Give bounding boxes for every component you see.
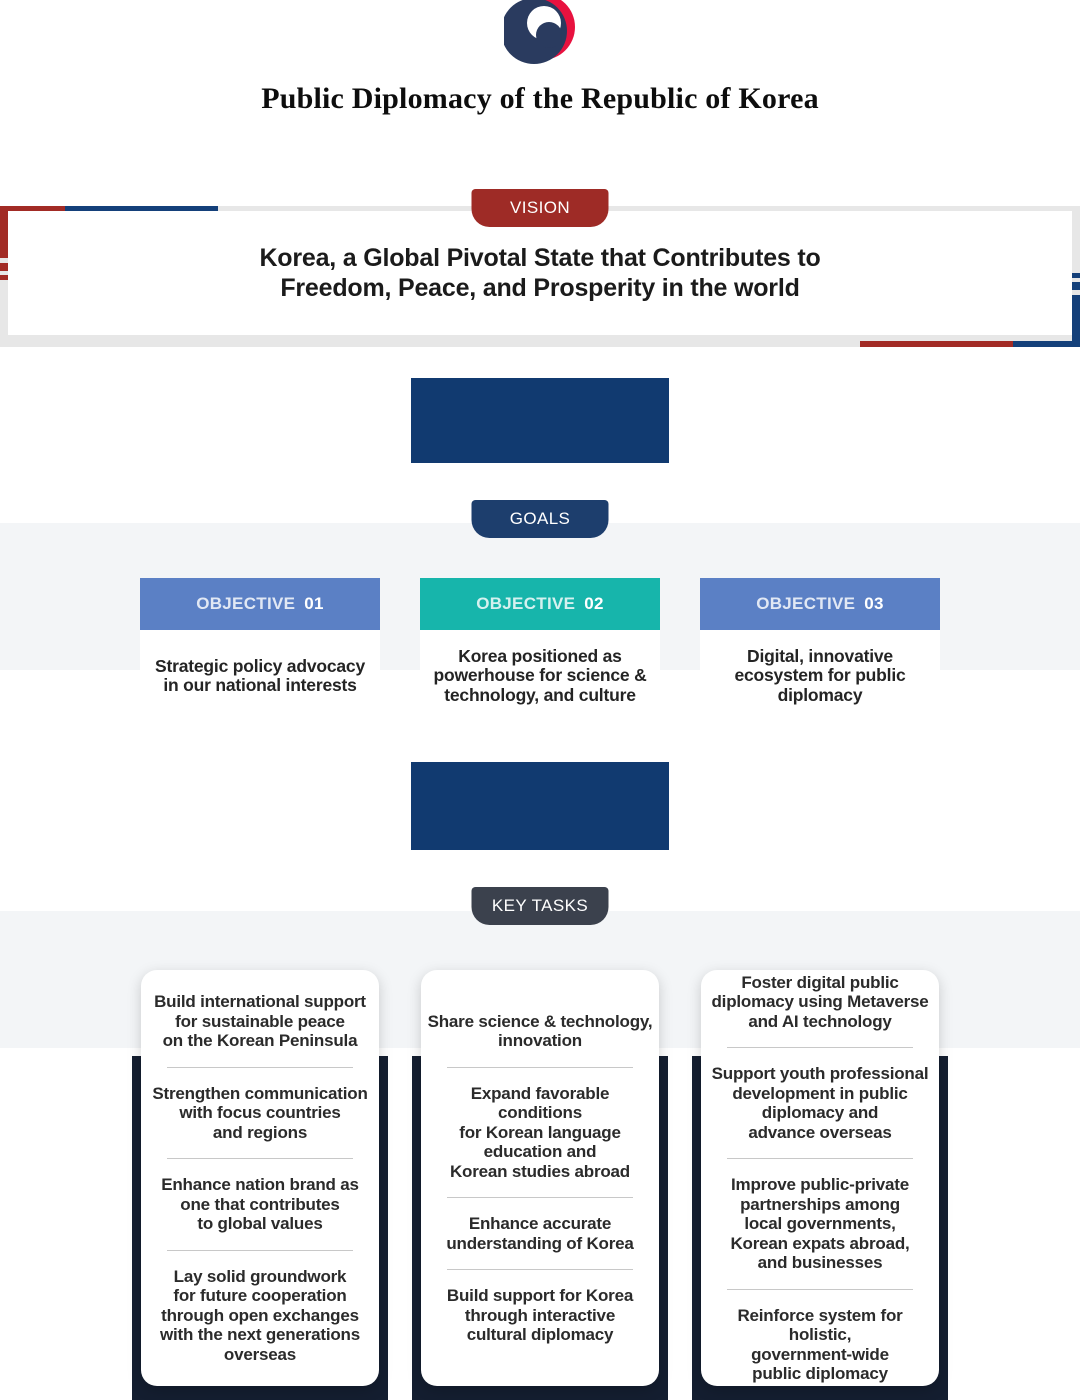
task-item: Improve public-private partnerships amon… <box>730 1175 910 1272</box>
task-item: Foster digital public diplomacy using Me… <box>711 972 929 1031</box>
task-column-1: Build international support for sustaina… <box>141 970 379 1386</box>
task-item: Enhance accurate understanding of Korea <box>446 1214 634 1253</box>
corner-accent-top-red <box>0 206 65 212</box>
task-divider <box>727 1047 913 1048</box>
task-item: Strengthen communication with focus coun… <box>152 1083 368 1142</box>
objective-2-number: 02 <box>584 594 604 613</box>
corner-accent-bottom-navy <box>1013 341 1080 347</box>
objective-1-header: OBJECTIVE 01 <box>140 578 380 630</box>
task-item: Lay solid groundwork for future cooperat… <box>160 1266 360 1364</box>
page-title: Public Diplomacy of the Republic of Kore… <box>261 82 819 115</box>
objective-1-number: 01 <box>304 594 324 613</box>
task-item: Share science & technology, innovation <box>427 1011 653 1051</box>
objective-3-number: 03 <box>864 594 884 613</box>
task-divider <box>447 1269 633 1270</box>
task-divider <box>167 1066 353 1068</box>
objective-1-text: Strategic policy advocacy in our nationa… <box>140 630 380 722</box>
objective-3-label: OBJECTIVE <box>756 594 856 613</box>
task-divider <box>167 1249 353 1251</box>
corner-accent-top-navy <box>65 206 218 212</box>
task-divider <box>727 1158 913 1159</box>
corner-accent-left-dash <box>0 275 8 280</box>
task-item: Enhance nation brand as one that contrib… <box>161 1175 359 1233</box>
task-item: Support youth professional development i… <box>711 1064 929 1142</box>
task-divider <box>447 1066 633 1068</box>
corner-accent-right-dash <box>1072 282 1080 290</box>
objective-card-1: OBJECTIVE 01 Strategic policy advocacy i… <box>140 578 380 722</box>
task-item: Reinforce system for holistic, governmen… <box>737 1305 903 1384</box>
task-divider <box>167 1158 353 1159</box>
task-divider <box>447 1197 633 1198</box>
objective-3-text: Digital, innovative ecosystem for public… <box>700 630 940 722</box>
task-column-3: Foster digital public diplomacy using Me… <box>701 970 939 1386</box>
corner-accent-right-bar <box>1072 295 1080 341</box>
key-tasks-badge: KEY TASKS <box>471 887 609 925</box>
objective-1-label: OBJECTIVE <box>196 594 296 613</box>
task-divider <box>727 1288 913 1290</box>
objective-2-label: OBJECTIVE <box>476 594 576 613</box>
objective-card-2: OBJECTIVE 02 Korea positioned as powerho… <box>420 578 660 722</box>
vision-badge: VISION <box>471 189 609 227</box>
objective-2-text: Korea positioned as powerhouse for scien… <box>420 630 660 722</box>
goals-badge: GOALS <box>471 500 609 538</box>
vision-statement: Korea, a Global Pivotal State that Contr… <box>259 244 821 302</box>
korea-government-emblem-icon <box>501 0 576 64</box>
task-column-2: Share science & technology, innovation E… <box>421 970 659 1386</box>
vision-section: Korea, a Global Pivotal State that Contr… <box>0 189 1080 347</box>
objective-card-3: OBJECTIVE 03 Digital, innovative ecosyst… <box>700 578 940 722</box>
objective-2-header: OBJECTIVE 02 <box>420 578 660 630</box>
task-item: Build international support for sustaina… <box>154 992 366 1050</box>
vision-card: Korea, a Global Pivotal State that Contr… <box>8 211 1072 335</box>
corner-accent-left-bar <box>0 212 8 258</box>
goals-to-tasks-connector <box>411 762 669 850</box>
objective-3-header: OBJECTIVE 03 <box>700 578 940 630</box>
corner-accent-right-dash <box>1072 273 1080 278</box>
task-item: Expand favorable conditions for Korean l… <box>449 1083 630 1181</box>
task-item: Build support for Korea through interact… <box>446 1286 634 1344</box>
goals-section: GOALS OBJECTIVE 01 Strategic policy advo… <box>0 500 1080 722</box>
corner-accent-bottom-red <box>860 341 1013 347</box>
vision-to-goals-connector <box>411 378 669 463</box>
corner-accent-left-dash <box>0 263 8 271</box>
